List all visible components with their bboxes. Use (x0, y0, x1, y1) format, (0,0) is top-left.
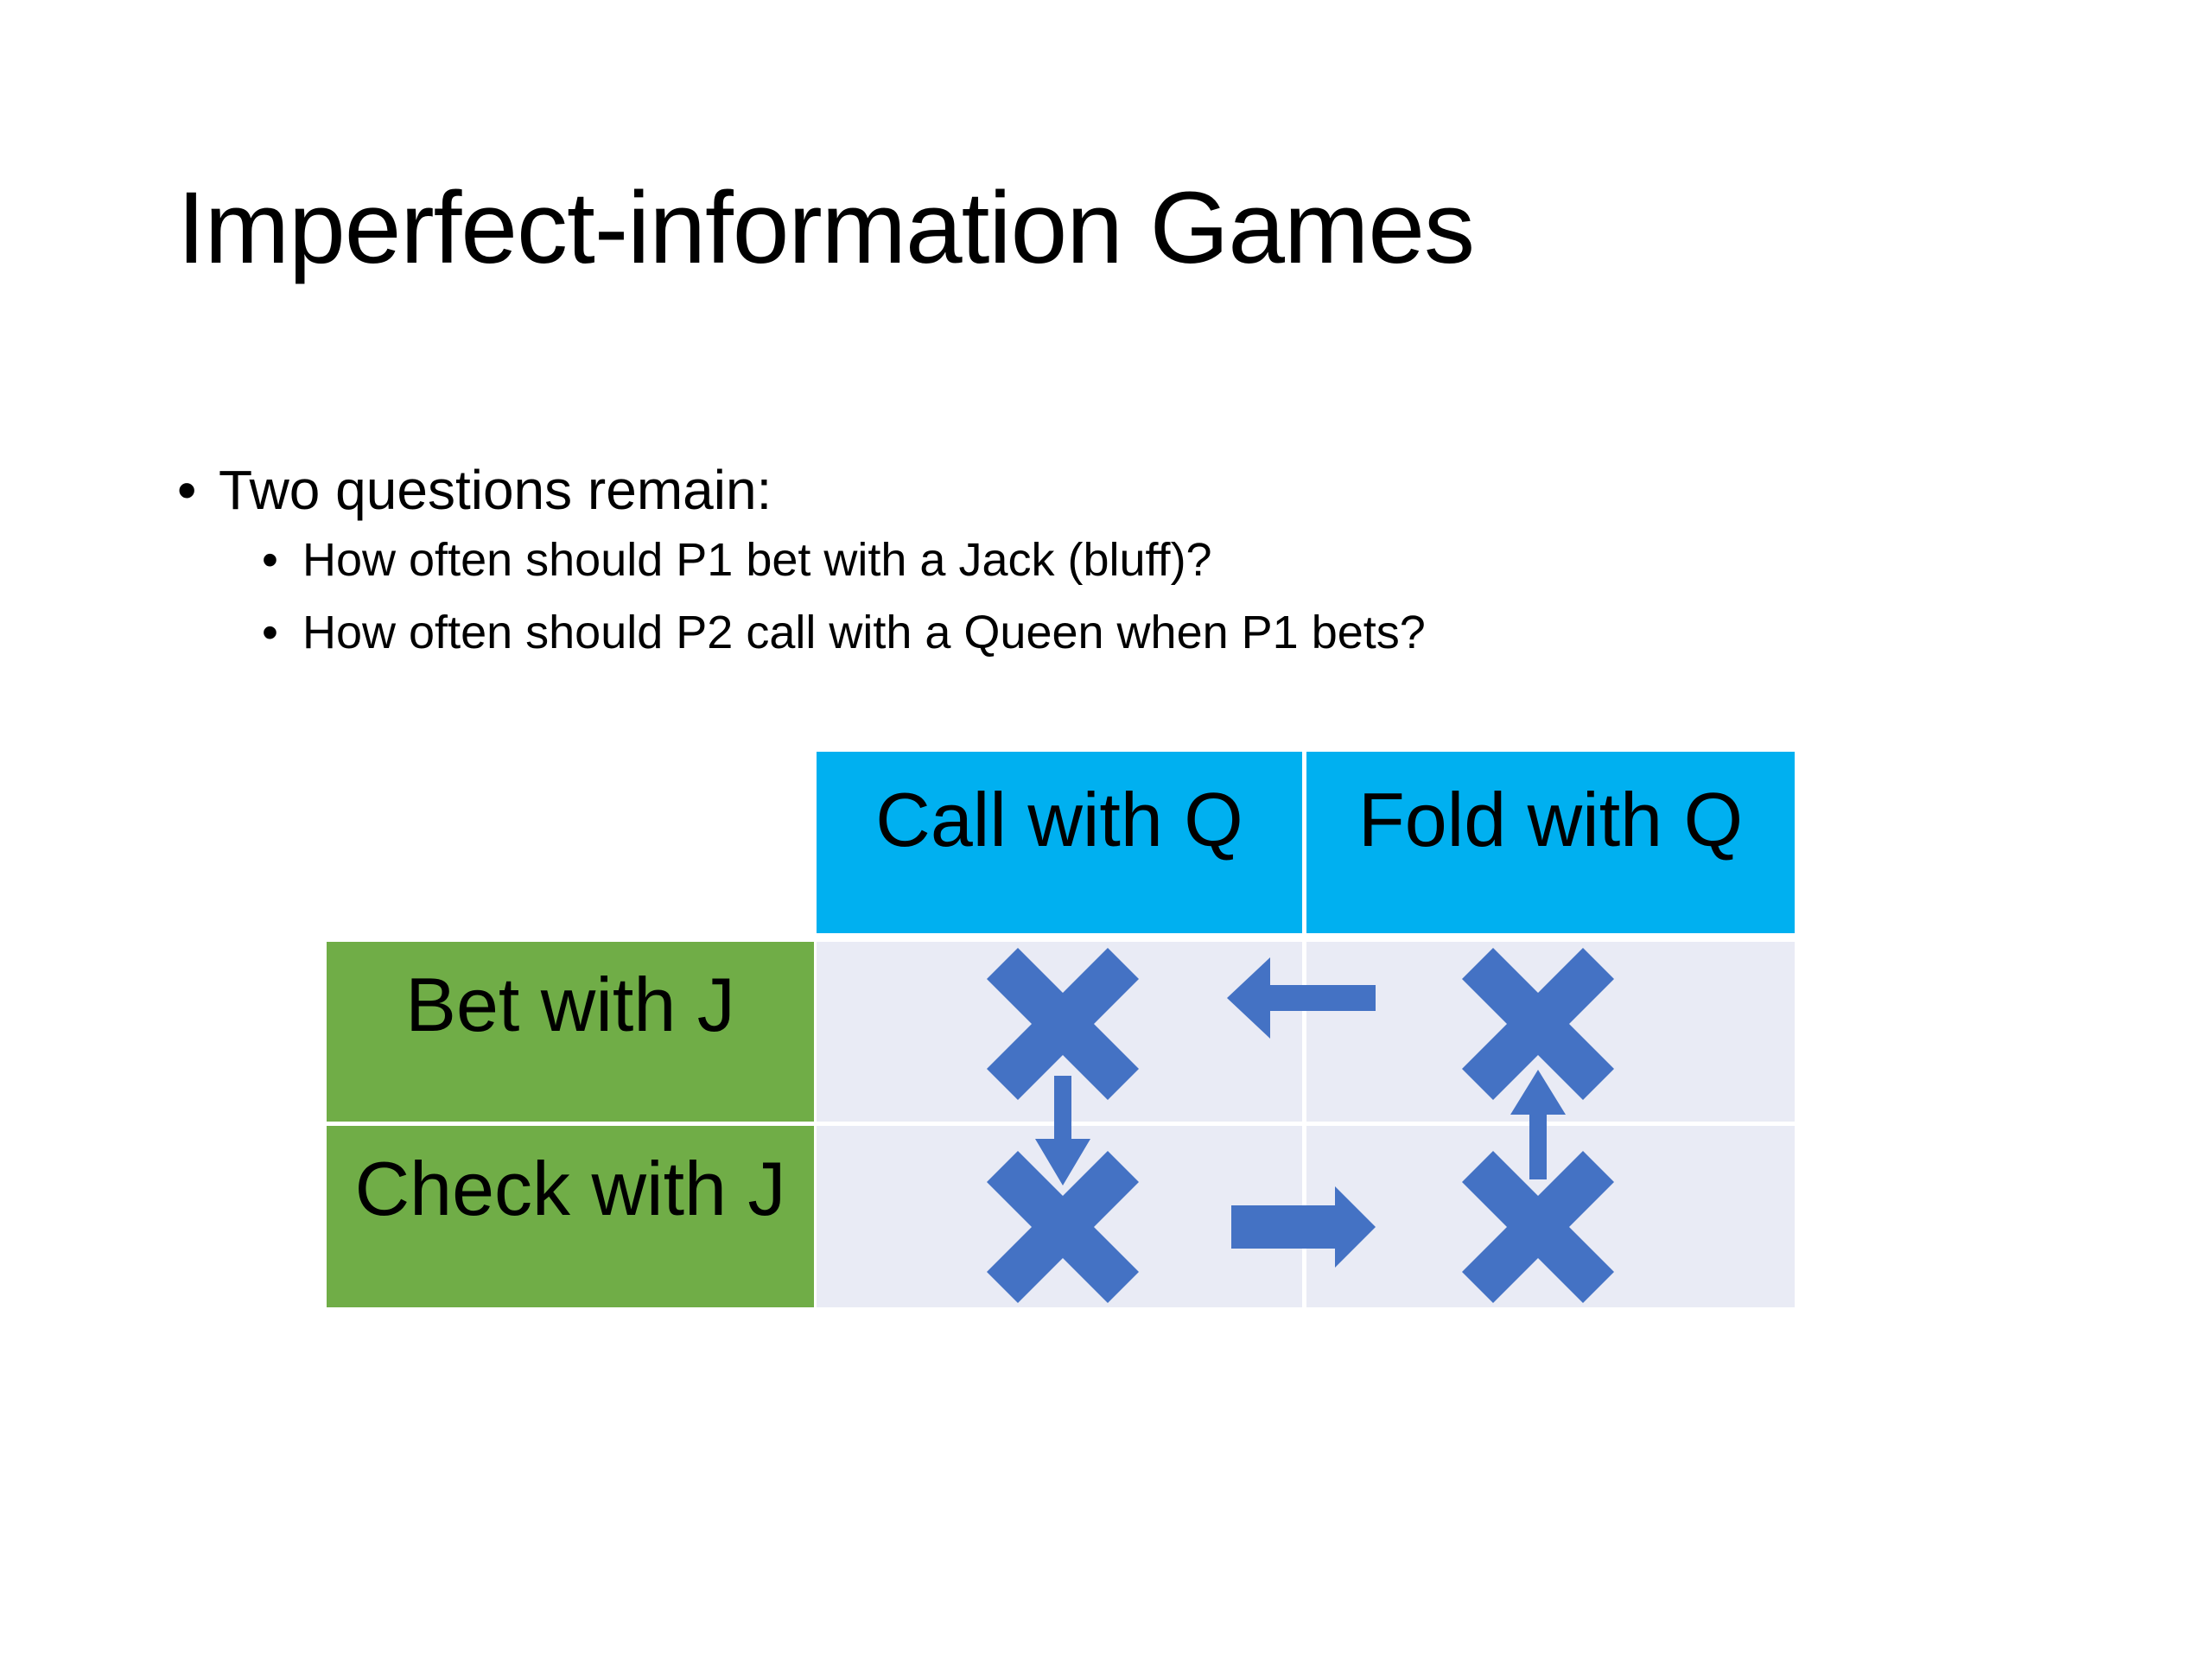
sub-bullet-text: How often should P2 call with a Queen wh… (302, 607, 1426, 658)
arrow-left-icon (1227, 957, 1376, 1039)
column-header-label: Call with Q (875, 777, 1243, 862)
row-header-label: Check with J (354, 1146, 786, 1231)
column-header-fold: Fold with Q (1306, 752, 1795, 933)
bullet-dot-icon: • (262, 607, 278, 658)
sub-bullet-text: How often should P1 bet with a Jack (blu… (302, 534, 1212, 586)
sub-bullet-item: • How often should P1 bet with a Jack (b… (177, 537, 1426, 583)
bullet-text: Two questions remain: (219, 459, 772, 521)
row-header-label: Bet with J (405, 962, 735, 1047)
arrow-down-icon (1035, 1076, 1090, 1185)
bullet-dot-icon: • (177, 459, 197, 521)
column-header-label: Fold with Q (1357, 777, 1744, 862)
row-header-check: Check with J (327, 1126, 814, 1307)
arrow-up-icon (1510, 1070, 1566, 1179)
row-header-bet: Bet with J (327, 942, 814, 1122)
slide-title: Imperfect-information Games (177, 171, 1475, 285)
sub-bullet-item: • How often should P2 call with a Queen … (177, 609, 1426, 656)
bullet-list: • Two questions remain: • How often shou… (177, 462, 1426, 656)
bullet-item: • Two questions remain: (177, 462, 1426, 518)
arrow-right-icon (1231, 1186, 1376, 1268)
column-header-call: Call with Q (817, 752, 1302, 933)
bullet-dot-icon: • (262, 534, 278, 586)
